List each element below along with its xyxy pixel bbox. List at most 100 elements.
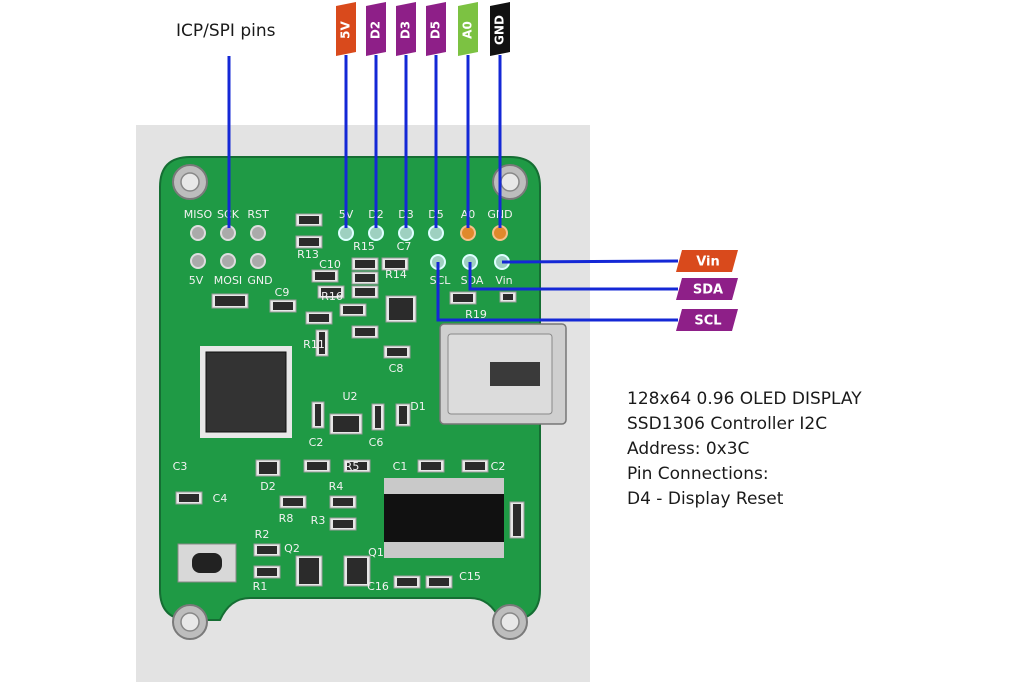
smd-component	[295, 555, 323, 587]
description-line-4: Pin Connections:	[627, 464, 769, 484]
silkscreen-label: C2	[491, 460, 506, 473]
silkscreen-label: R14	[385, 268, 407, 281]
description-block: 128x64 0.96 OLED DISPLAY SSD1306 Control…	[627, 387, 862, 512]
connection-wires	[227, 55, 679, 322]
mounting-hole-top-left	[172, 164, 208, 200]
pin-tag-label: Vin	[696, 255, 720, 270]
smd-component	[279, 495, 307, 509]
silkscreen-label: D2	[260, 480, 275, 493]
smd-component	[211, 293, 249, 309]
silkscreen-label: R13	[297, 248, 319, 261]
icp-spi-label: ICP/SPI pins	[176, 21, 276, 41]
silkscreen-label: C10	[319, 258, 341, 271]
reset-button	[177, 543, 237, 583]
mounting-hole-top-right	[492, 164, 528, 200]
silkscreen-label: Q2	[284, 542, 300, 555]
pin-tag-sda: SDA	[676, 278, 738, 300]
silkscreen-label: R11	[303, 338, 325, 351]
pin-tag-d3: D3	[396, 2, 416, 56]
pin-tag-scl: SCL	[676, 309, 738, 331]
smd-component	[253, 543, 281, 557]
smd-component	[269, 299, 297, 313]
description-line-3: Address: 0x3C	[627, 439, 750, 459]
smd-component	[295, 213, 323, 227]
silkscreen-label: R1	[253, 580, 268, 593]
silkscreen-label: SCL	[430, 274, 452, 287]
smd-component	[461, 459, 489, 473]
smd-component	[339, 303, 367, 317]
smd-component	[351, 271, 379, 285]
pin-tag-label: 5V	[339, 20, 353, 38]
mounting-hole-bottom-right	[492, 604, 528, 640]
silkscreen-label: R8	[279, 512, 294, 525]
smd-component	[343, 459, 371, 473]
usb-connector	[439, 323, 567, 425]
smd-component	[351, 285, 379, 299]
pin-tag-gnd: GND	[490, 2, 510, 56]
silkscreen-label: C15	[459, 570, 481, 583]
smd-component	[253, 565, 281, 579]
silkscreen-label: R19	[465, 308, 487, 321]
smd-component	[303, 459, 331, 473]
smd-component	[255, 459, 281, 477]
smd-component	[371, 403, 385, 431]
pin-tag-d2: D2	[366, 2, 386, 56]
silkscreen-label: C3	[173, 460, 188, 473]
smd-component	[305, 311, 333, 325]
smd-component	[425, 575, 453, 589]
silkscreen-label: 5V	[189, 274, 204, 287]
silkscreen-label: R4	[329, 480, 344, 493]
silkscreen-label: C8	[389, 362, 404, 375]
pin-tag-d5: D5	[426, 2, 446, 56]
smd-component	[499, 291, 517, 303]
smd-component	[393, 575, 421, 589]
wire-vin	[501, 259, 679, 264]
pin-tag-5v: 5V	[336, 2, 356, 56]
pin-tag-label: D5	[429, 21, 443, 39]
silkscreen-label: R2	[255, 528, 270, 541]
smd-component	[381, 257, 409, 271]
pin-tag-label: GND	[493, 15, 507, 45]
silkscreen-label: Vin	[495, 274, 512, 287]
smd-component	[329, 495, 357, 509]
pin-tag-vin: Vin	[676, 250, 738, 272]
silkscreen-label: C1	[393, 460, 408, 473]
silkscreen-label: MOSI	[214, 274, 242, 287]
pin-tag-label: D3	[399, 21, 413, 39]
smd-component	[295, 235, 323, 249]
wire-scl	[436, 262, 678, 322]
smd-component	[351, 325, 379, 339]
silkscreen-label: C16	[367, 580, 389, 593]
pin-tag-label: D2	[369, 21, 383, 39]
smd-component	[509, 501, 525, 539]
smd-component	[351, 257, 379, 271]
smd-component	[315, 329, 329, 357]
smd-component	[417, 459, 445, 473]
silkscreen-label: R5	[345, 460, 360, 473]
description-line-5: D4 - Display Reset	[627, 489, 784, 509]
smd-component	[329, 517, 357, 531]
silkscreen-label: SDA	[461, 274, 484, 287]
mounting-hole-bottom-left	[172, 604, 208, 640]
silkscreen-label: RST	[247, 208, 269, 221]
smd-component	[329, 413, 363, 435]
pin-tag-label: A0	[461, 21, 475, 39]
wire-sda	[468, 262, 678, 291]
silkscreen-label: MISO	[184, 208, 213, 221]
silkscreen-label: C4	[213, 492, 228, 505]
pin-tag-label: SDA	[693, 283, 723, 298]
smd-component	[311, 269, 339, 283]
silkscreen-label: C9	[275, 286, 290, 299]
smd-component	[343, 555, 371, 587]
silkscreen-label: C7	[397, 240, 412, 253]
silkscreen-label: R16	[321, 290, 343, 303]
silkscreen-label: D1	[410, 400, 425, 413]
smd-component	[449, 291, 477, 305]
pin-tag-label: SCL	[694, 314, 721, 329]
silkscreen-label: R3	[311, 514, 326, 527]
silkscreen-label: Q1	[368, 546, 384, 559]
smd-component	[175, 491, 203, 505]
